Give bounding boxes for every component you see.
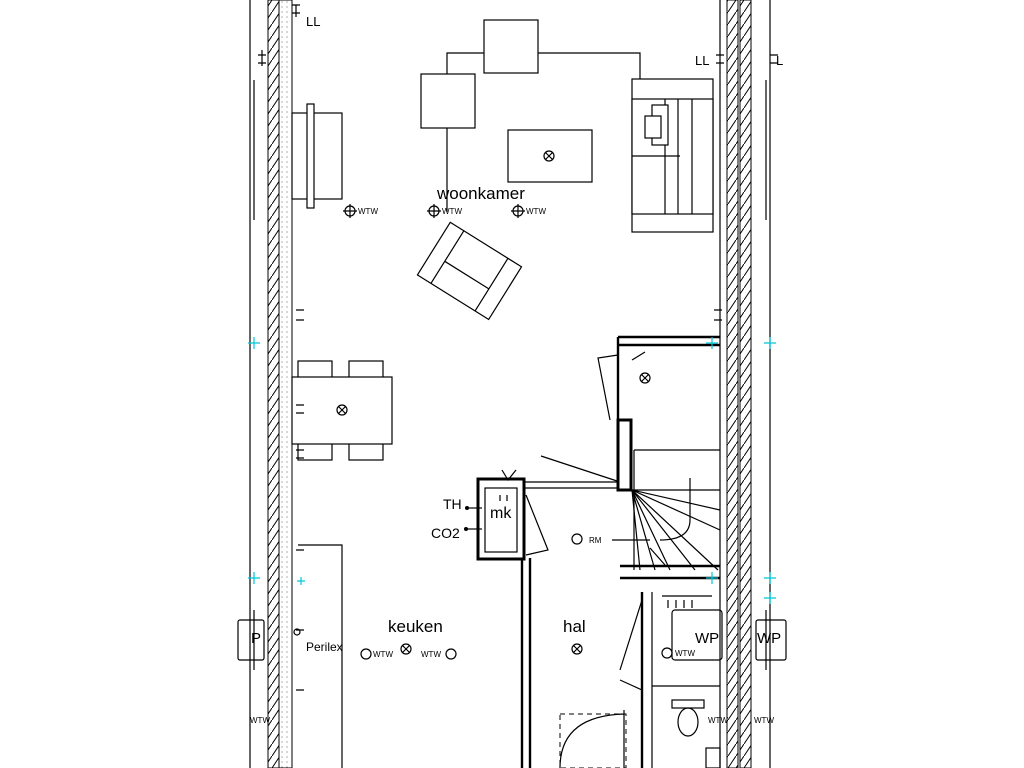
- kitchen-counter: Perilex: [293, 544, 343, 768]
- room-label-woonkamer: woonkamer: [436, 184, 525, 203]
- utility-room: WP P WP: [237, 592, 787, 768]
- room-label-hal: hal: [563, 617, 586, 636]
- rm-label: RM: [589, 536, 602, 545]
- staircase: [620, 449, 721, 580]
- wtw-label: WTW: [675, 649, 695, 658]
- light-points: [336, 150, 651, 655]
- front-door: [559, 710, 627, 768]
- room-label-keuken: keuken: [388, 617, 443, 636]
- ceiling-light-icon: [543, 150, 555, 162]
- wtw-label: WTW: [373, 650, 393, 659]
- p-label-partial: P: [251, 630, 261, 647]
- ll-label: LL: [695, 53, 709, 68]
- right-party-wall: [719, 0, 771, 768]
- socket-icons: [258, 4, 778, 691]
- grid-markers: [248, 337, 776, 604]
- ll-label: LL: [306, 14, 320, 29]
- wtw-label: WTW: [358, 207, 378, 216]
- wtw-vents: WTW WTW WTW WTW WTW WTW WTW WTW WTW: [250, 204, 774, 725]
- wtw-label: WTW: [754, 716, 774, 725]
- meter-cupboard: mk TH CO2: [431, 469, 549, 561]
- tv-cabinet: [291, 103, 343, 209]
- neighbour-windows: [253, 80, 767, 670]
- wtw-label: WTW: [421, 650, 441, 659]
- wp-label: WP: [695, 630, 719, 647]
- wtw-label: WTW: [526, 207, 546, 216]
- ceiling-light-icon: [336, 404, 348, 416]
- co2-label: CO2: [431, 525, 460, 541]
- ceiling-light-icon: [400, 643, 412, 655]
- wtw-label: WTW: [442, 207, 462, 216]
- th-label: TH: [443, 496, 462, 512]
- hall-walls: RM: [520, 335, 720, 768]
- wtw-label: WTW: [250, 716, 270, 725]
- perilex-label: Perilex: [306, 640, 343, 654]
- ceiling-light-icon: [639, 372, 651, 384]
- mk-label: mk: [490, 505, 512, 522]
- ceiling-light-icon: [571, 643, 583, 655]
- wtw-label: WTW: [708, 716, 728, 725]
- living-furniture: [416, 19, 714, 321]
- l-label-partial: L: [776, 53, 783, 68]
- left-party-wall: [249, 0, 293, 768]
- wp-label: WP: [757, 630, 781, 647]
